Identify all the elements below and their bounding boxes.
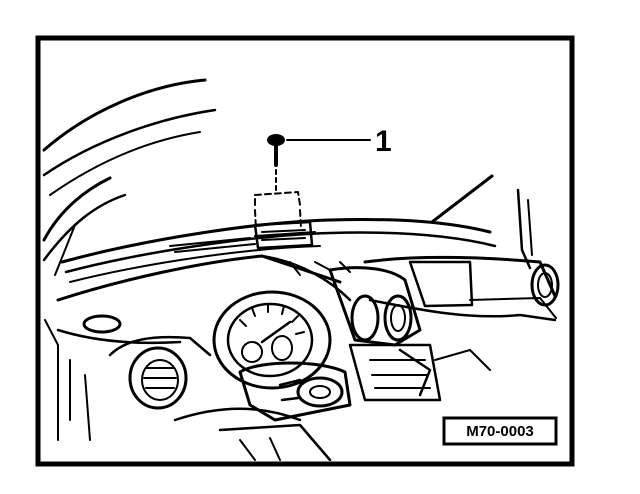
dashboard-drawing — [42, 78, 560, 461]
speedo-needle — [260, 320, 292, 344]
knee-bolster — [173, 407, 302, 422]
right-vent-outer — [530, 263, 560, 307]
center-vent-right — [383, 294, 413, 342]
left-vent-inner — [141, 359, 179, 401]
roof-line-outer — [42, 78, 207, 152]
callout-number-1: 1 — [375, 125, 392, 158]
reference-code-box — [442, 416, 558, 446]
right-pillar-edge — [527, 199, 533, 256]
install-outline-sides — [254, 209, 302, 231]
steering-hub-center — [309, 385, 331, 399]
speaker-grille — [82, 314, 122, 334]
sub-gauge-left — [241, 341, 263, 363]
a-pillar-edge — [42, 193, 127, 262]
pedal-area — [239, 437, 281, 461]
speedometer — [226, 302, 314, 378]
glovebox-edge — [434, 349, 491, 371]
defrost-vents — [169, 231, 316, 253]
dash-body-line-2 — [108, 335, 212, 357]
hood-right — [260, 254, 352, 302]
left-vent-outer — [128, 346, 188, 410]
bracket-ribs — [261, 229, 306, 241]
mounting-bracket — [253, 220, 314, 250]
cluster-bezel — [212, 290, 332, 390]
right-vent-inner — [537, 272, 553, 298]
wiring-harness — [398, 348, 432, 397]
door-edge — [44, 319, 59, 441]
roof-line-inner — [49, 131, 201, 196]
center-vent-left — [350, 294, 380, 342]
lower-panel — [218, 423, 332, 461]
passenger-dash-lower — [469, 297, 557, 319]
screw-head — [267, 134, 285, 146]
a-pillar-lower — [42, 176, 112, 242]
top-clips — [289, 261, 351, 276]
steering-hub — [296, 376, 344, 408]
door-trim-lines — [69, 359, 91, 441]
roof-line-mid — [42, 108, 217, 177]
pillar-seam — [54, 224, 76, 276]
dash-top-edge-2 — [64, 231, 497, 274]
steering-column-shroud — [238, 361, 352, 422]
radio-cavity — [348, 343, 442, 402]
passenger-dash-top — [363, 256, 557, 298]
dash-body-line-1 — [56, 328, 182, 345]
reference-code: M70-0003 — [466, 423, 534, 440]
sub-gauge-right — [271, 335, 293, 361]
install-outline-top — [254, 191, 301, 206]
speedo-ticks — [239, 303, 305, 335]
dash-top-edge — [60, 218, 492, 264]
instrument-hood — [56, 254, 342, 302]
wiper-arm — [430, 174, 494, 224]
column-switch-marks — [278, 378, 302, 402]
left-vent-louvres — [143, 367, 177, 389]
airbag-panel — [408, 260, 474, 308]
figure-frame — [35, 35, 575, 467]
center-vent-right-inner — [390, 304, 406, 332]
